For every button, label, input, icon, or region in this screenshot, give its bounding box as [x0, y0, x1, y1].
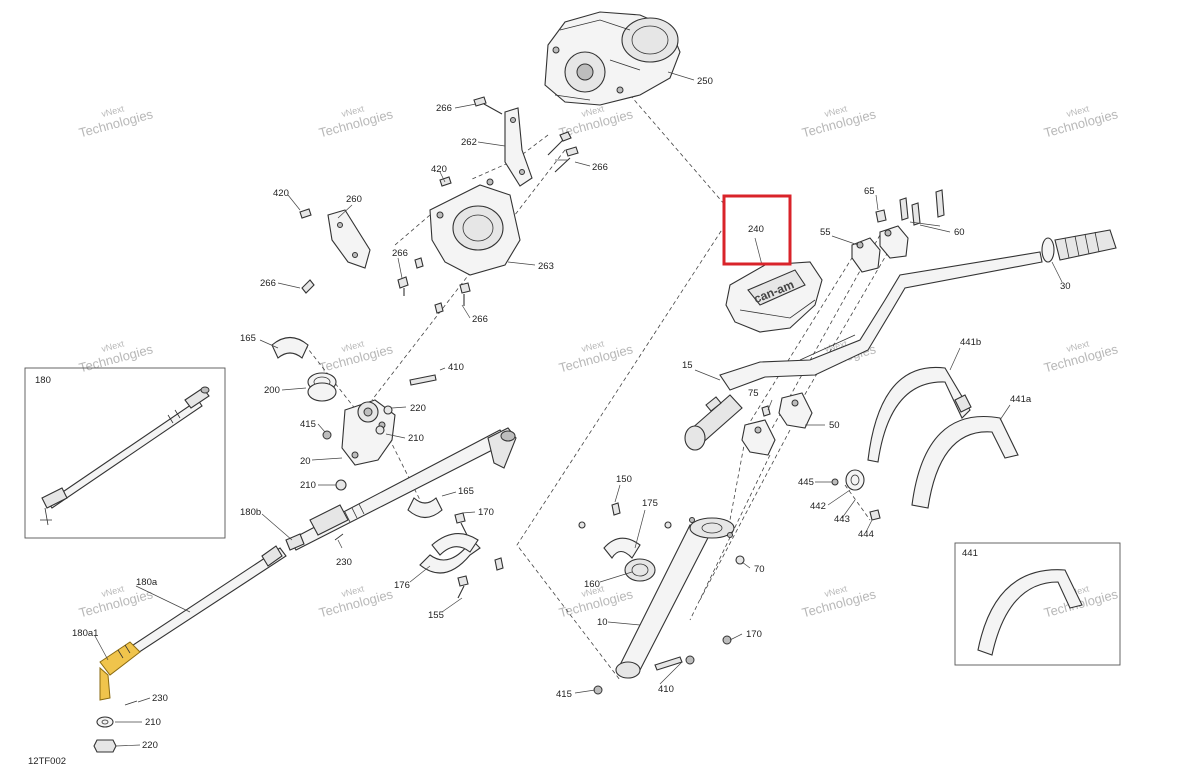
label-15: 15	[682, 360, 693, 371]
label-165: 165	[240, 333, 256, 344]
watermark-text: vNextTechnologies	[798, 577, 878, 621]
inset-box-180	[24, 367, 226, 539]
label-250: 250	[697, 76, 713, 87]
label-240: 240	[748, 224, 764, 235]
label-420: 420	[431, 164, 447, 175]
label-170: 170	[478, 507, 494, 518]
label-180a1: 180a1	[72, 628, 98, 639]
part-175-clamp	[603, 502, 656, 582]
label-445: 445	[798, 477, 814, 488]
label-60: 60	[954, 227, 965, 238]
part-165-clamp	[271, 336, 443, 519]
label-262: 262	[461, 137, 477, 148]
label-260: 260	[346, 194, 362, 205]
part-180b-tie-rod	[285, 427, 517, 551]
label-210: 210	[145, 717, 161, 728]
label-180: 180	[35, 375, 51, 386]
part-250-power-steering-unit	[544, 11, 681, 106]
label-170: 170	[746, 629, 762, 640]
label-10: 10	[597, 617, 608, 628]
watermark-text: vNextTechnologies	[555, 332, 635, 376]
watermark-text: vNextTechnologies	[75, 332, 155, 376]
label-20: 20	[300, 456, 311, 467]
label-65: 65	[864, 186, 875, 197]
watermark-text: vNextTechnologies	[798, 97, 878, 141]
label-441: 441	[962, 548, 978, 559]
watermark-text: vNextTechnologies	[1040, 577, 1120, 621]
label-443: 443	[834, 514, 850, 525]
hardware-230-210-220	[93, 533, 344, 753]
highlight-box-240	[722, 194, 792, 266]
screw-parts	[299, 96, 579, 314]
part-180a-tie-rod	[99, 545, 287, 701]
label-200: 200	[264, 385, 280, 396]
label-50: 50	[829, 420, 840, 431]
part-262-bracket	[504, 107, 533, 187]
watermark-text: vNextTechnologies	[315, 332, 395, 376]
label-160: 160	[584, 579, 600, 590]
part-200-bushing	[307, 372, 337, 402]
label-210: 210	[408, 433, 424, 444]
part-263-mount-plate	[429, 178, 521, 276]
diagram-code: 12TF002	[28, 756, 66, 767]
label-150: 150	[616, 474, 632, 485]
label-444: 444	[858, 529, 874, 540]
part-20-pivot-arm	[322, 374, 437, 491]
part-10-steering-column	[578, 517, 745, 695]
part-handlebar	[684, 251, 1043, 451]
watermark-text: vNextTechnologies	[315, 577, 395, 621]
part-441a-guard	[911, 416, 1019, 509]
label-266: 266	[472, 314, 488, 325]
label-210: 210	[300, 480, 316, 491]
label-220: 220	[410, 403, 426, 414]
label-266: 266	[260, 278, 276, 289]
label-266: 266	[436, 103, 452, 114]
watermark-layer: vNextTechnologies vNextTechnologies vNextT…	[75, 97, 1120, 621]
label-180b: 180b	[240, 507, 261, 518]
label-175: 175	[642, 498, 658, 509]
label-266: 266	[592, 162, 608, 173]
label-410: 410	[658, 684, 674, 695]
label-410: 410	[448, 362, 464, 373]
label-442: 442	[810, 501, 826, 512]
label-180a: 180a	[136, 577, 158, 588]
label-176: 176	[394, 580, 410, 591]
part-labels: 250 266 262 266 420 420 260 266 266 263 …	[28, 76, 1071, 767]
label-70: 70	[754, 564, 765, 575]
label-420: 420	[273, 188, 289, 199]
watermark-text: vNextTechnologies	[315, 97, 395, 141]
label-263: 263	[538, 261, 554, 272]
part-240-handlebar-pad: can-am	[725, 261, 823, 333]
part-50-lower-clamp	[741, 392, 813, 456]
watermark-text: vNextTechnologies	[75, 97, 155, 141]
label-266: 266	[392, 248, 408, 259]
label-415: 415	[300, 419, 316, 430]
label-220: 220	[142, 740, 158, 751]
label-230: 230	[152, 693, 168, 704]
inset-box-441	[954, 542, 1121, 666]
part-176-clamp	[419, 512, 504, 599]
label-155: 155	[428, 610, 444, 621]
label-30: 30	[1060, 281, 1071, 292]
label-230: 230	[336, 557, 352, 568]
label-55: 55	[820, 227, 831, 238]
watermark-text: vNextTechnologies	[1040, 332, 1120, 376]
hardware-442-445	[831, 469, 881, 521]
label-441b: 441b	[960, 337, 981, 348]
label-441a: 441a	[1010, 394, 1032, 405]
label-165: 165	[458, 486, 474, 497]
label-415: 415	[556, 689, 572, 700]
watermark-text: vNextTechnologies	[1040, 97, 1120, 141]
part-441b-guard	[867, 366, 972, 463]
part-30-grip	[1041, 229, 1117, 263]
leader-lines	[94, 71, 1063, 747]
label-75: 75	[748, 388, 759, 399]
part-55-upper-clamp	[851, 189, 945, 273]
part-260-bracket	[327, 209, 371, 269]
